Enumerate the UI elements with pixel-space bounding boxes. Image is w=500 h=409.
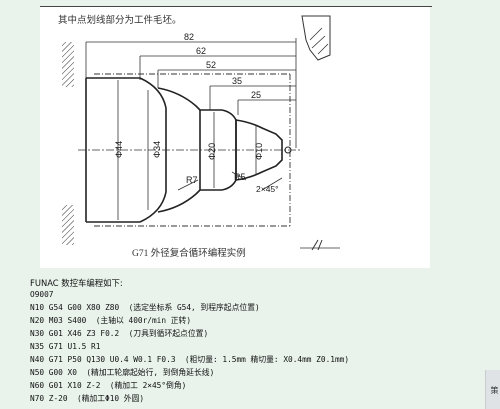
- dim-82: 82: [184, 32, 194, 42]
- blank-outline: [94, 73, 291, 227]
- program-line: N60 G01 X10 Z-2 (精加工 2×45°倒角): [30, 381, 187, 390]
- dimension-lines: [85, 38, 297, 148]
- chamfer-leader: [261, 177, 283, 191]
- dim-52: 52: [206, 60, 216, 70]
- dim-r5: R5: [234, 172, 246, 182]
- tailstock-fixture: [301, 15, 331, 61]
- dim-62: 62: [196, 46, 206, 56]
- r7-leader: [177, 179, 199, 191]
- program-line: N30 G01 X46 Z3 F0.2 (刀具到循环起点位置): [30, 329, 209, 338]
- side-tab-button[interactable]: 策: [485, 370, 500, 409]
- program-line: N20 M03 S400 (主轴以 400r/min 正转): [30, 316, 192, 325]
- diameter-leaders: [117, 80, 257, 220]
- figure-panel: [40, 6, 430, 268]
- program-line: N10 G54 G00 X80 Z80 (选定坐标系 G54, 到程序起点位置): [30, 303, 260, 312]
- chuck-upper: [62, 42, 74, 87]
- chuck-lower: [62, 205, 74, 245]
- figure-note: 其中点划线部分为工件毛坯。: [58, 14, 182, 26]
- program-line: N50 G00 X0 (精加工轮廓起始行, 到倒角延长线): [30, 368, 215, 377]
- dim-chamfer: 2×45°: [256, 184, 279, 194]
- program-line: N35 G71 U1.5 R1: [30, 342, 101, 351]
- lower-right-fixture: [300, 239, 340, 251]
- dim-r7: R7: [186, 175, 198, 185]
- dim-phi44: Φ44: [114, 141, 124, 158]
- r5-leader: [231, 171, 247, 181]
- center-mark: [284, 146, 292, 154]
- program-line: N40 G71 P50 Q130 U0.4 W0.1 F0.3 (粗切量: 1.…: [30, 355, 350, 364]
- program-line: O9007: [30, 290, 54, 299]
- program-heading: FUNAC 数控车编程如下:: [30, 278, 123, 288]
- dim-phi34: Φ34: [152, 141, 162, 158]
- top-rule: [40, 6, 432, 7]
- program-line: N70 Z-20 (精加工Φ10 外圆): [30, 394, 145, 403]
- figure-caption: G71 外径复合循环编程实例: [132, 247, 246, 259]
- dim-phi10: Φ10: [254, 143, 264, 160]
- dim-25: 25: [251, 90, 261, 100]
- dim-35: 35: [232, 76, 242, 86]
- dim-phi20: Φ20: [207, 143, 217, 160]
